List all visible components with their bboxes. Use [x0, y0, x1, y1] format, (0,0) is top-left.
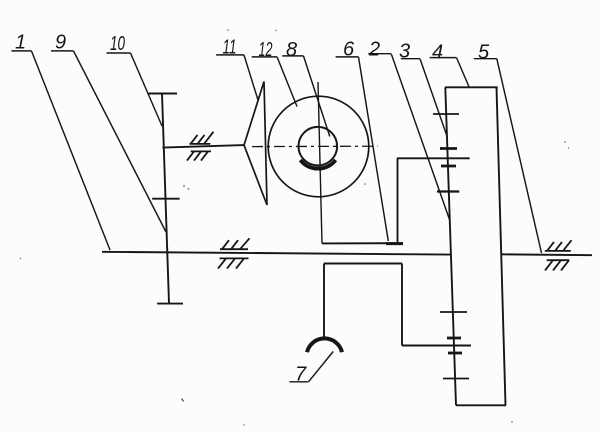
svg-text:6: 6 — [343, 39, 355, 61]
svg-text:2: 2 — [368, 39, 380, 61]
svg-text:5: 5 — [478, 42, 490, 64]
svg-text:8: 8 — [286, 39, 297, 61]
svg-text:10: 10 — [110, 33, 125, 55]
svg-text:12: 12 — [259, 39, 273, 61]
svg-text:11: 11 — [223, 36, 237, 58]
svg-text:7: 7 — [295, 364, 307, 386]
svg-text:3: 3 — [399, 41, 410, 63]
svg-text:4: 4 — [432, 42, 443, 64]
svg-text:9: 9 — [55, 32, 66, 54]
svg-text:1: 1 — [15, 32, 26, 54]
